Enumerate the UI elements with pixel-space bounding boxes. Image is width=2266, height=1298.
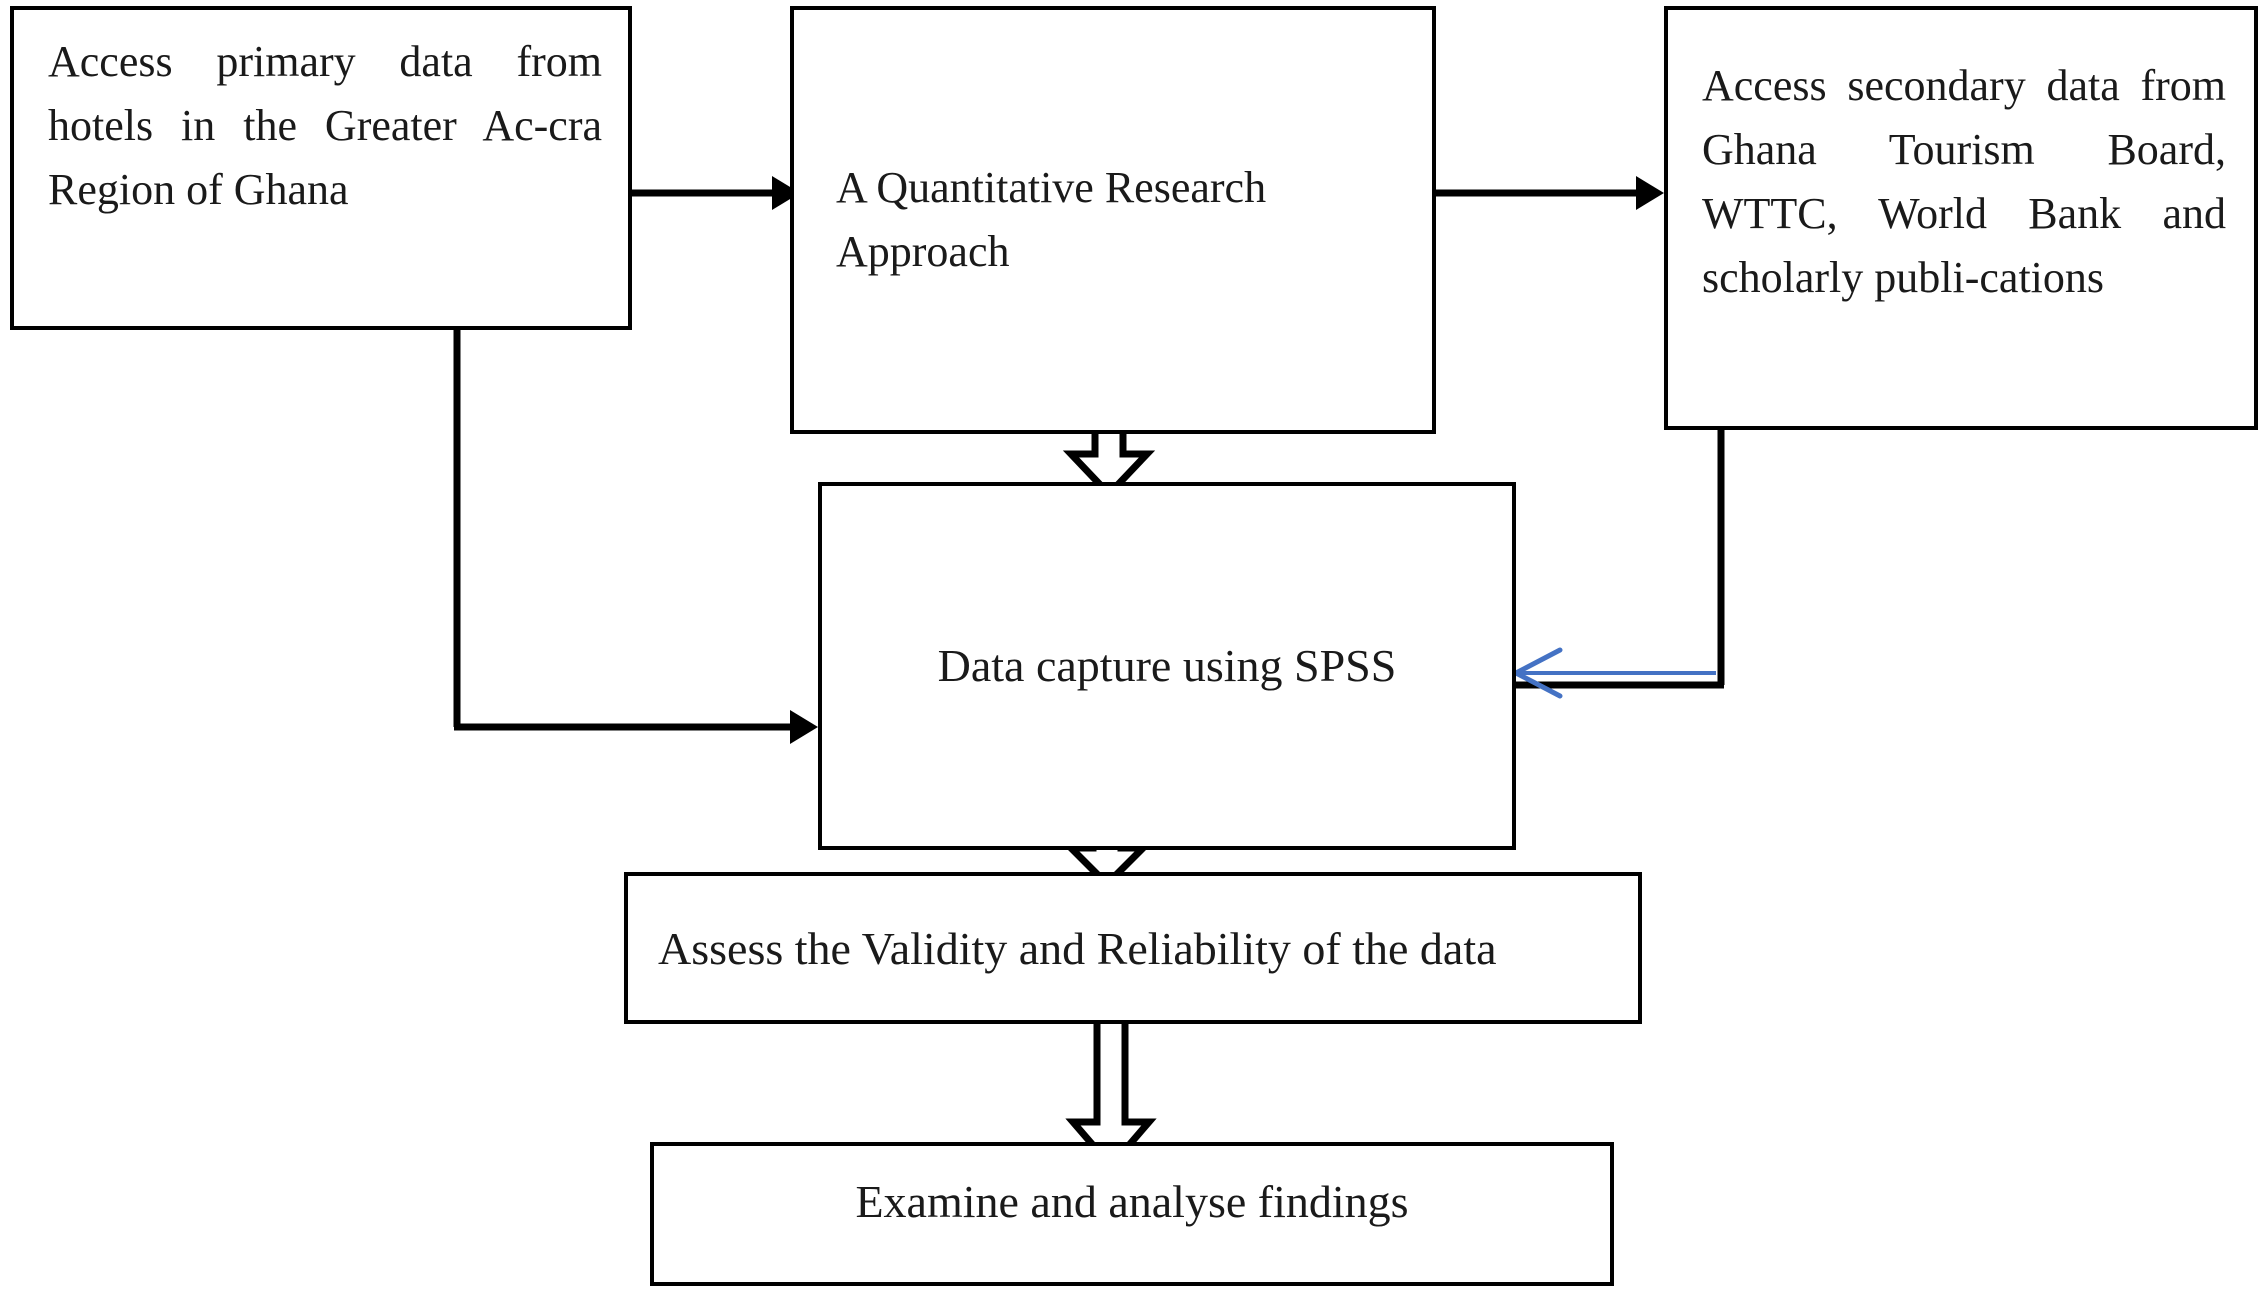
node-secondary-data-label: Access secondary data from Ghana Tourism… [1702,61,2226,302]
connector-approach-to-secondary [1436,176,1664,210]
node-access-secondary-data[interactable]: Access secondary data from Ghana Tourism… [1664,6,2258,430]
node-validity-label: Assess the Validity and Reliability of t… [658,922,1497,974]
node-access-primary-data[interactable]: Access primary data from hotels in the G… [10,6,632,330]
node-approach-label: A Quantitative Research Approach [836,163,1267,276]
node-primary-data-label: Access primary data from hotels in the G… [48,37,602,214]
connector-primary-to-spss [92,314,818,744]
node-quantitative-research-approach[interactable]: A Quantitative Research Approach [790,6,1436,434]
node-examine-analyse-findings[interactable]: Examine and analyse findings [650,1142,1614,1286]
node-data-capture-spss[interactable]: Data capture using SPSS [818,482,1516,850]
connector-secondary-to-spss [1513,410,2024,699]
connector-primary-to-approach [632,176,800,210]
node-spss-label: Data capture using SPSS [937,639,1397,691]
node-assess-validity-reliability[interactable]: Assess the Validity and Reliability of t… [624,872,1642,1024]
node-examine-label: Examine and analyse findings [855,1175,1409,1227]
